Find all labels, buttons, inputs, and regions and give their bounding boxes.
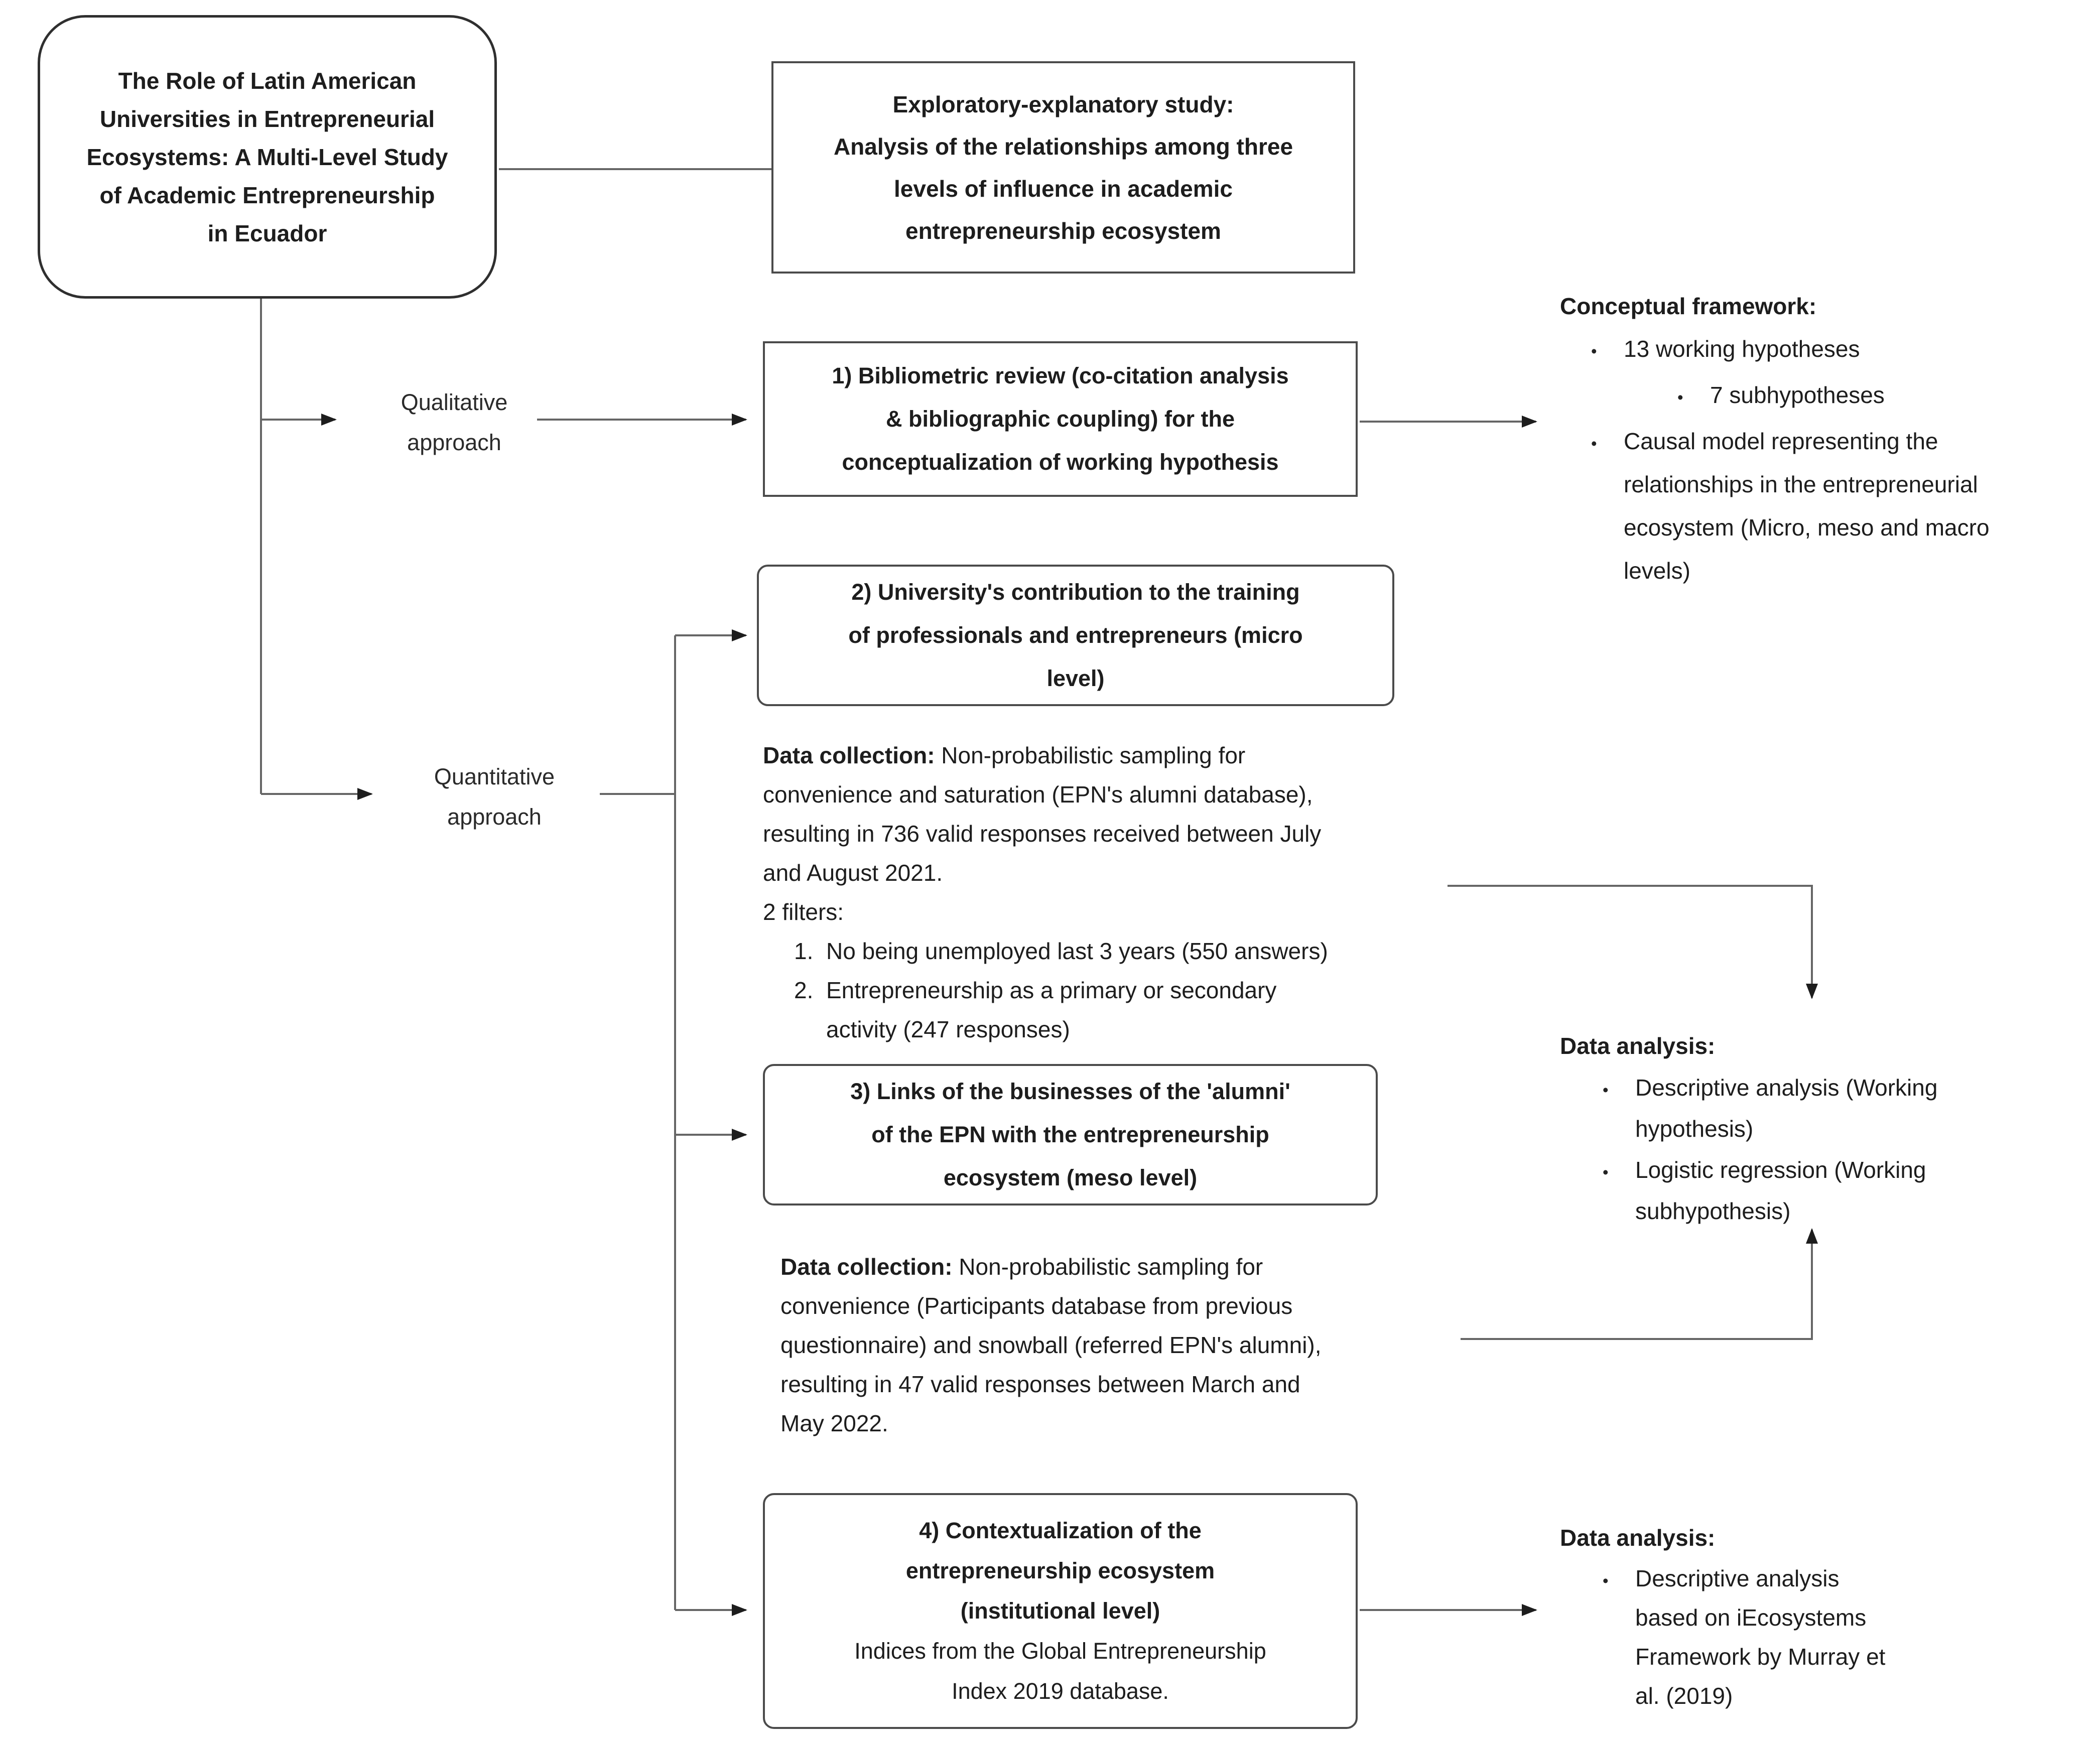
framework-bullet-1-sub: 7 subhypotheses <box>1710 382 1885 408</box>
data-collection-2-label: Data collection: <box>780 1254 953 1280</box>
filter-1-text: No being unemployed last 3 years (550 an… <box>826 938 1328 964</box>
data-collection-1-block: Data collection: Non-probabilistic sampl… <box>763 736 1496 1049</box>
data-analysis-2-block: Data analysis: Descriptive analysis base… <box>1560 1517 2012 1715</box>
framework-bullet-2: Causal model representing the relationsh… <box>1624 428 1990 584</box>
filter-item-2: 2. Entrepreneurship as a primary or secon… <box>763 971 1496 1049</box>
list-item: 13 working hypotheses <box>1560 327 2097 373</box>
data-collection-2-body: Non-probabilistic sampling for convenien… <box>780 1254 1322 1436</box>
title-text: The Role of Latin American Universities … <box>86 67 448 246</box>
study-text: Exploratory-explanatory study: Analysis … <box>833 91 1293 244</box>
data-collection-2-paragraph: Data collection: Non-probabilistic sampl… <box>780 1247 1513 1443</box>
data-collection-1-paragraph: Data collection: Non-probabilistic sampl… <box>763 736 1496 931</box>
list-item: Descriptive analysis based on iEcosystem… <box>1560 1559 2012 1715</box>
step1-text: 1) Bibliometric review (co-citation anal… <box>832 363 1289 475</box>
conceptual-framework-heading: Conceptual framework: <box>1560 293 1817 319</box>
analysis-1-bullet-1: Descriptive analysis (Working hypothesis… <box>1635 1075 1938 1142</box>
conceptual-framework-block: Conceptual framework: 13 working hypothe… <box>1560 285 2097 592</box>
quantitative-approach-label: Quantitative approach <box>434 764 555 830</box>
study-box: Exploratory-explanatory study: Analysis … <box>771 61 1355 274</box>
data-collection-1-body: Non-probabilistic sampling for convenien… <box>763 742 1322 925</box>
connector-collection2-to-analysis <box>1461 1228 1818 1340</box>
connector-collection1-to-analysis <box>1448 885 1818 999</box>
analysis-2-bullet-1: Descriptive analysis based on iEcosystem… <box>1635 1565 1886 1709</box>
analysis-1-bullet-2: Logistic regression (Working subhypothes… <box>1635 1157 1926 1224</box>
step1-box: 1) Bibliometric review (co-citation anal… <box>763 341 1358 497</box>
filter-1-number: 1. <box>794 938 814 964</box>
data-collection-1-label: Data collection: <box>763 742 935 768</box>
data-analysis-1-block: Data analysis: Descriptive analysis (Wor… <box>1560 1025 2037 1232</box>
list-item: Descriptive analysis (Working hypothesis… <box>1560 1067 2037 1149</box>
data-analysis-2-heading: Data analysis: <box>1560 1525 1716 1551</box>
data-collection-2-block: Data collection: Non-probabilistic sampl… <box>780 1247 1513 1443</box>
bullet-icon <box>1603 1559 1635 1601</box>
step4-regular-text: Indices from the Global Entrepreneurship… <box>854 1638 1266 1704</box>
list-item: Causal model representing the relationsh… <box>1560 420 2097 592</box>
bullet-icon <box>1603 1067 1635 1111</box>
data-analysis-1-heading: Data analysis: <box>1560 1033 1716 1059</box>
filter-2-number: 2. <box>794 977 814 1003</box>
framework-bullet-1: 13 working hypotheses <box>1624 336 1860 362</box>
list-item: 7 subhypotheses <box>1560 373 2097 420</box>
filter-item-1: 1. No being unemployed last 3 years (550 … <box>763 931 1496 971</box>
list-item: Logistic regression (Working subhypothes… <box>1560 1149 2037 1232</box>
step2-text: 2) University's contribution to the trai… <box>848 579 1303 691</box>
bullet-icon <box>1677 373 1710 420</box>
step4-bold-text: 4) Contextualization of the entrepreneur… <box>905 1518 1215 1624</box>
step3-box: 3) Links of the businesses of the 'alumn… <box>763 1064 1378 1206</box>
filter-2-text: Entrepreneurship as a primary or seconda… <box>826 977 1277 1042</box>
qualitative-approach-label: Qualitative approach <box>401 389 508 455</box>
step2-box: 2) University's contribution to the trai… <box>757 565 1394 706</box>
bullet-icon <box>1591 420 1624 466</box>
step4-box: 4) Contextualization of the entrepreneur… <box>763 1493 1358 1729</box>
title-box: The Role of Latin American Universities … <box>38 15 497 299</box>
bullet-icon <box>1591 327 1624 373</box>
bullet-icon <box>1603 1149 1635 1193</box>
step3-text: 3) Links of the businesses of the 'alumn… <box>850 1079 1290 1190</box>
